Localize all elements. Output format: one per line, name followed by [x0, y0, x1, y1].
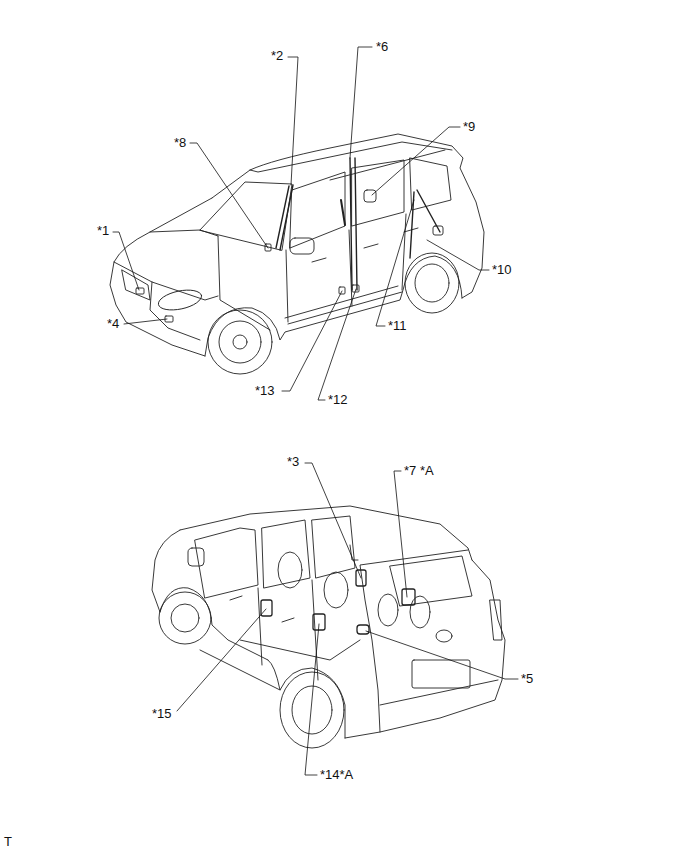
front-view-vehicle: [110, 134, 484, 374]
callout-number: *8: [173, 135, 187, 151]
leader-lines: [113, 47, 518, 775]
callout-number: *3: [286, 454, 300, 470]
callout-number: *12: [327, 392, 349, 408]
rear-view-vehicle: [152, 506, 505, 748]
corner-mark: T: [3, 834, 13, 850]
callout-number: *13: [254, 383, 276, 399]
callout-number: *15: [151, 706, 173, 722]
callout-number: *14*A: [319, 767, 354, 783]
callout-number: *9: [462, 119, 476, 135]
callout-number: *7 *A: [403, 463, 435, 479]
callout-number: *4: [106, 316, 120, 332]
callout-number: *2: [270, 48, 284, 64]
callout-number: *11: [387, 318, 408, 334]
callout-number: *1: [96, 223, 110, 239]
callout-number: *5: [520, 671, 534, 687]
callout-number: *6: [375, 39, 389, 55]
callout-number: *10: [491, 262, 513, 278]
